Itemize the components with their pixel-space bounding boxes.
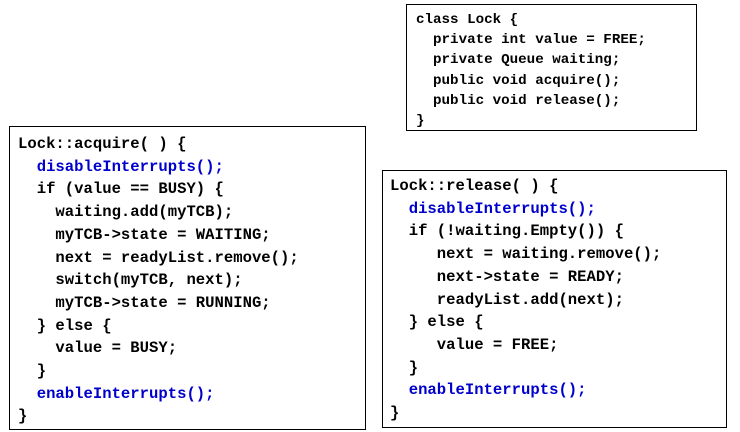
code-line: Lock::acquire( ) { [18,135,187,153]
code-line: } else { [390,313,484,332]
code-line: public void release(); [416,92,621,109]
acquire-method-box: Lock::acquire( ) { disableInterrupts(); … [9,126,366,430]
code-line: switch(myTCB, next); [18,271,243,290]
code-line: if (value == BUSY) { [18,180,224,199]
code-line: readyList.add(next); [390,290,624,309]
code-line: waiting.add(myTCB); [18,203,234,222]
code-line: Lock::release( ) { [390,177,559,195]
code-line: next = waiting.remove(); [390,245,662,264]
code-line: value = BUSY; [18,339,178,358]
disable-interrupts-line: disableInterrupts(); [390,199,596,218]
code-line: } [390,404,400,423]
code-line: } [18,362,47,381]
code-line: } else { [18,316,112,335]
code-line: if (!waiting.Empty()) { [390,222,624,241]
code-line: } [18,407,28,426]
code-line: next->state = READY; [390,267,624,286]
code-line: class Lock { [416,12,519,28]
code-line: } [416,113,425,130]
code-line: public void acquire(); [416,72,621,89]
lock-class-declaration-box: class Lock { private int value = FREE; p… [406,4,697,131]
code-line: } [390,358,419,377]
disable-interrupts-line: disableInterrupts(); [18,157,224,176]
code-line: myTCB->state = RUNNING; [18,293,271,312]
enable-interrupts-line: enableInterrupts(); [390,381,587,400]
release-method-box: Lock::release( ) { disableInterrupts(); … [382,170,727,428]
code-line: value = FREE; [390,335,559,354]
code-line: myTCB->state = WAITING; [18,225,271,244]
enable-interrupts-line: enableInterrupts(); [18,384,215,403]
code-line: private int value = FREE; [416,32,646,49]
code-line: private Queue waiting; [416,52,621,69]
code-line: next = readyList.remove(); [18,248,299,267]
